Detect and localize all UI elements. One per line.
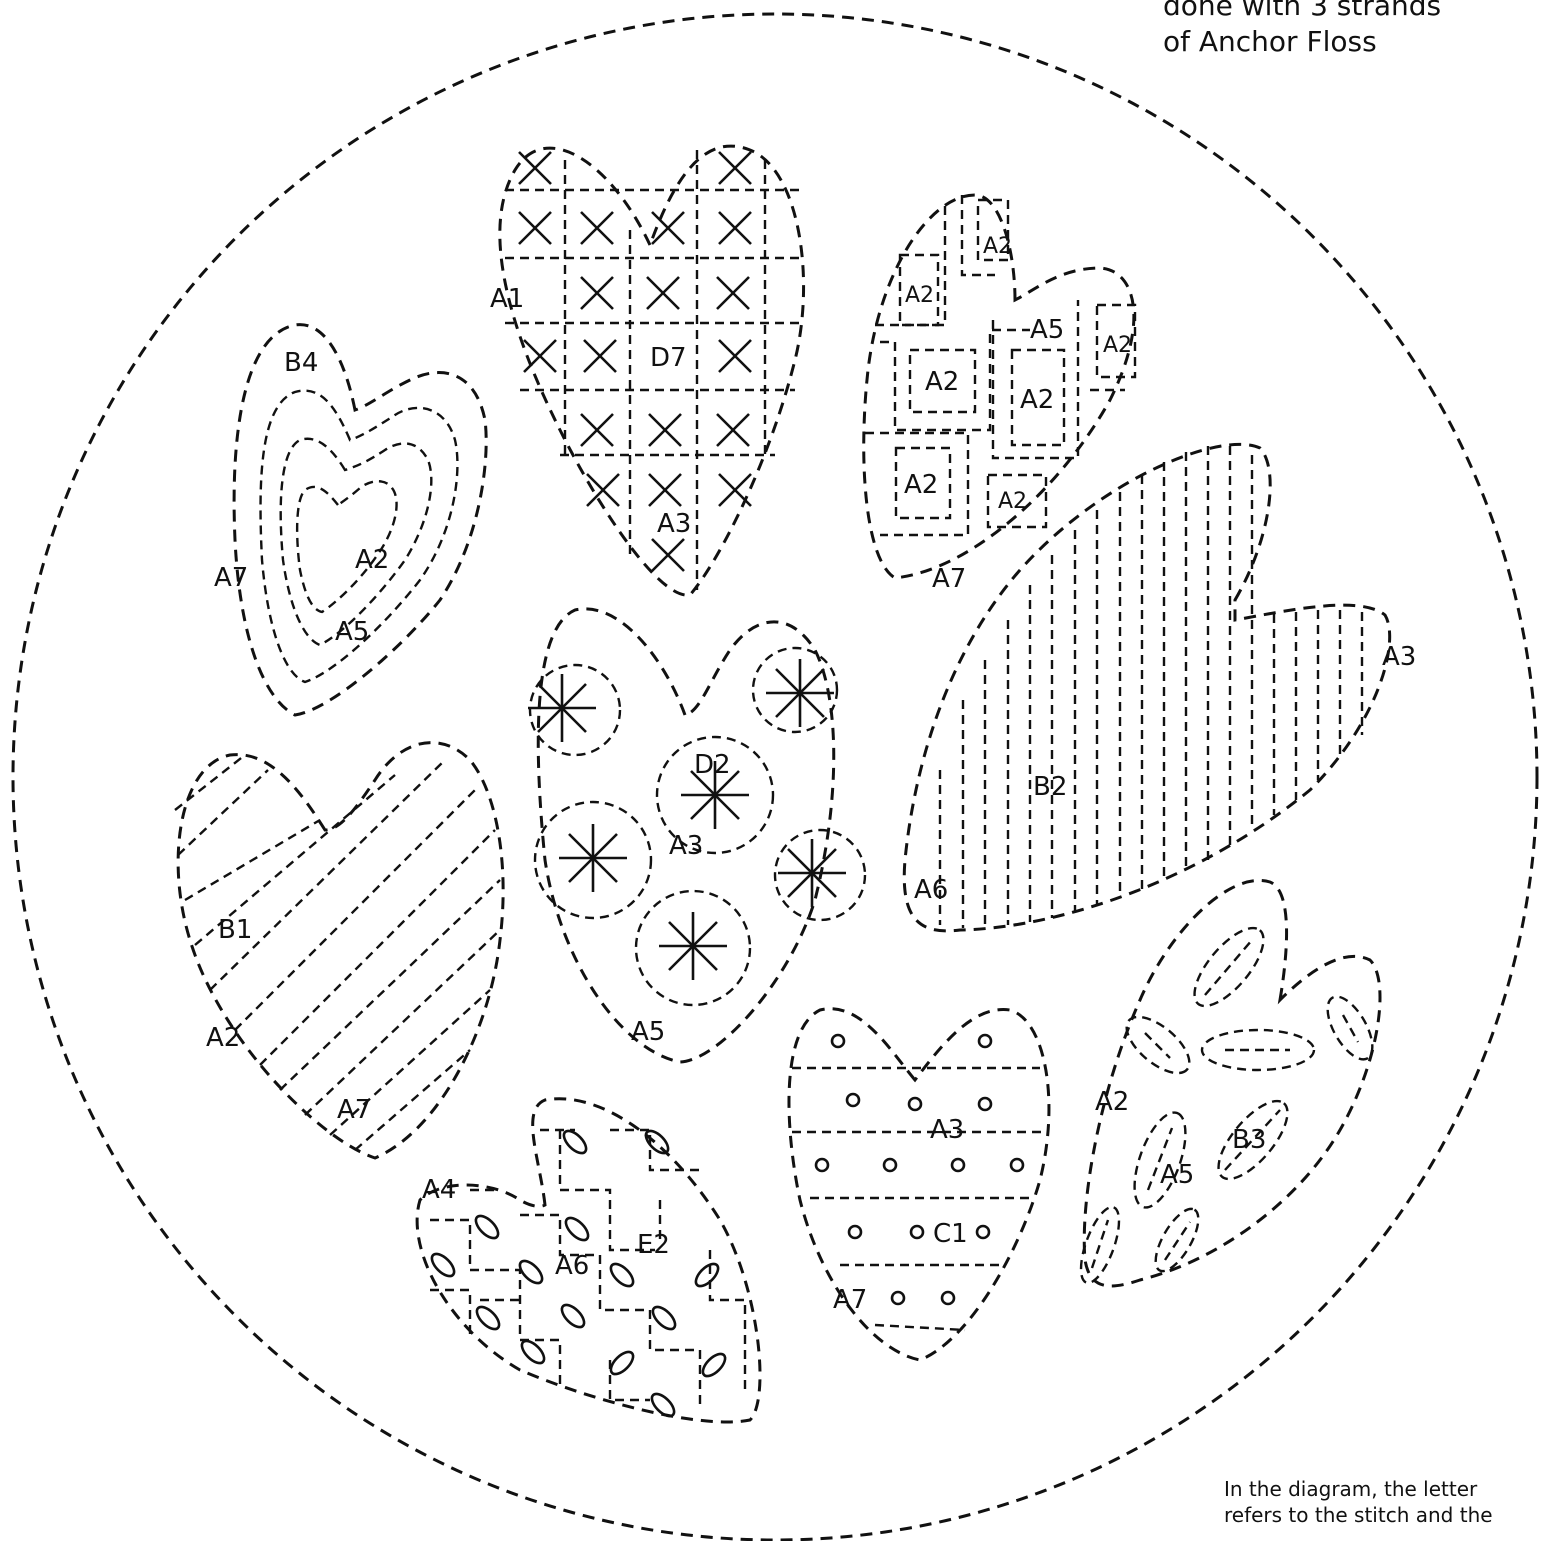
- label-a7: A7: [214, 563, 248, 593]
- heart-horizontal-stripes: A3 C1 A7: [789, 1009, 1049, 1360]
- heart-concentric: B4 A2 A7 A5: [214, 325, 486, 715]
- label-a2: A2: [1020, 385, 1054, 415]
- label-a2: A2: [1103, 333, 1132, 358]
- heart-diagonal-stripes: B1 A2 A7: [175, 743, 503, 1158]
- label-a6: A6: [914, 875, 948, 905]
- label-a5: A5: [631, 1017, 665, 1047]
- label-a1: A1: [490, 284, 524, 314]
- label-b4: B4: [284, 348, 318, 378]
- label-a3: A3: [669, 831, 703, 861]
- label-d7: D7: [650, 343, 687, 373]
- label-a7: A7: [932, 564, 966, 594]
- floss-note-line: done with 3 strands: [1163, 0, 1543, 24]
- label-a2: A2: [206, 1023, 240, 1053]
- label-b3: B3: [1232, 1125, 1266, 1155]
- heart-ovals: A2 B3 A5: [1073, 880, 1381, 1287]
- floss-note-line: of Anchor Floss: [1163, 24, 1543, 60]
- heart-cross-stitch: A1 D7 A3: [490, 146, 805, 595]
- label-a2: A2: [925, 367, 959, 397]
- label-a7: A7: [833, 1285, 867, 1315]
- label-a6: A6: [555, 1251, 589, 1281]
- label-a2: A2: [355, 545, 389, 575]
- heart-vertical-stripes: A3 B2 A6: [904, 444, 1416, 931]
- floss-note: done with 3 strands of Anchor Floss: [1163, 0, 1543, 60]
- label-a2: A2: [1095, 1087, 1129, 1117]
- label-a3: A3: [657, 509, 691, 539]
- heart-steps: A4 E2 A6: [417, 1099, 760, 1422]
- label-b1: B1: [218, 915, 252, 945]
- label-a5: A5: [1030, 315, 1064, 345]
- label-a5: A5: [1160, 1160, 1194, 1190]
- label-a3: A3: [930, 1115, 964, 1145]
- label-d2: D2: [694, 750, 731, 780]
- label-a7: A7: [337, 1095, 371, 1125]
- label-a2: A2: [998, 489, 1027, 514]
- legend-note: In the diagram, the letter refers to the…: [1224, 1476, 1544, 1528]
- label-a3: A3: [1382, 642, 1416, 672]
- label-a2: A2: [905, 283, 934, 308]
- label-c1: C1: [933, 1219, 968, 1249]
- label-e2: E2: [637, 1230, 670, 1260]
- heart-squares: A2 A2 A5 A2 A2 A2 A2 A2 A7: [864, 195, 1135, 594]
- hoop-outline: [13, 14, 1537, 1540]
- label-a5: A5: [335, 617, 369, 647]
- label-a4: A4: [422, 1175, 456, 1205]
- heart-circles: D2 A3 A5: [528, 609, 865, 1062]
- label-a2: A2: [983, 234, 1012, 259]
- legend-note-line: refers to the stitch and the: [1224, 1502, 1544, 1528]
- legend-note-line: In the diagram, the letter: [1224, 1476, 1544, 1502]
- label-b2: B2: [1033, 772, 1067, 802]
- label-a2: A2: [904, 470, 938, 500]
